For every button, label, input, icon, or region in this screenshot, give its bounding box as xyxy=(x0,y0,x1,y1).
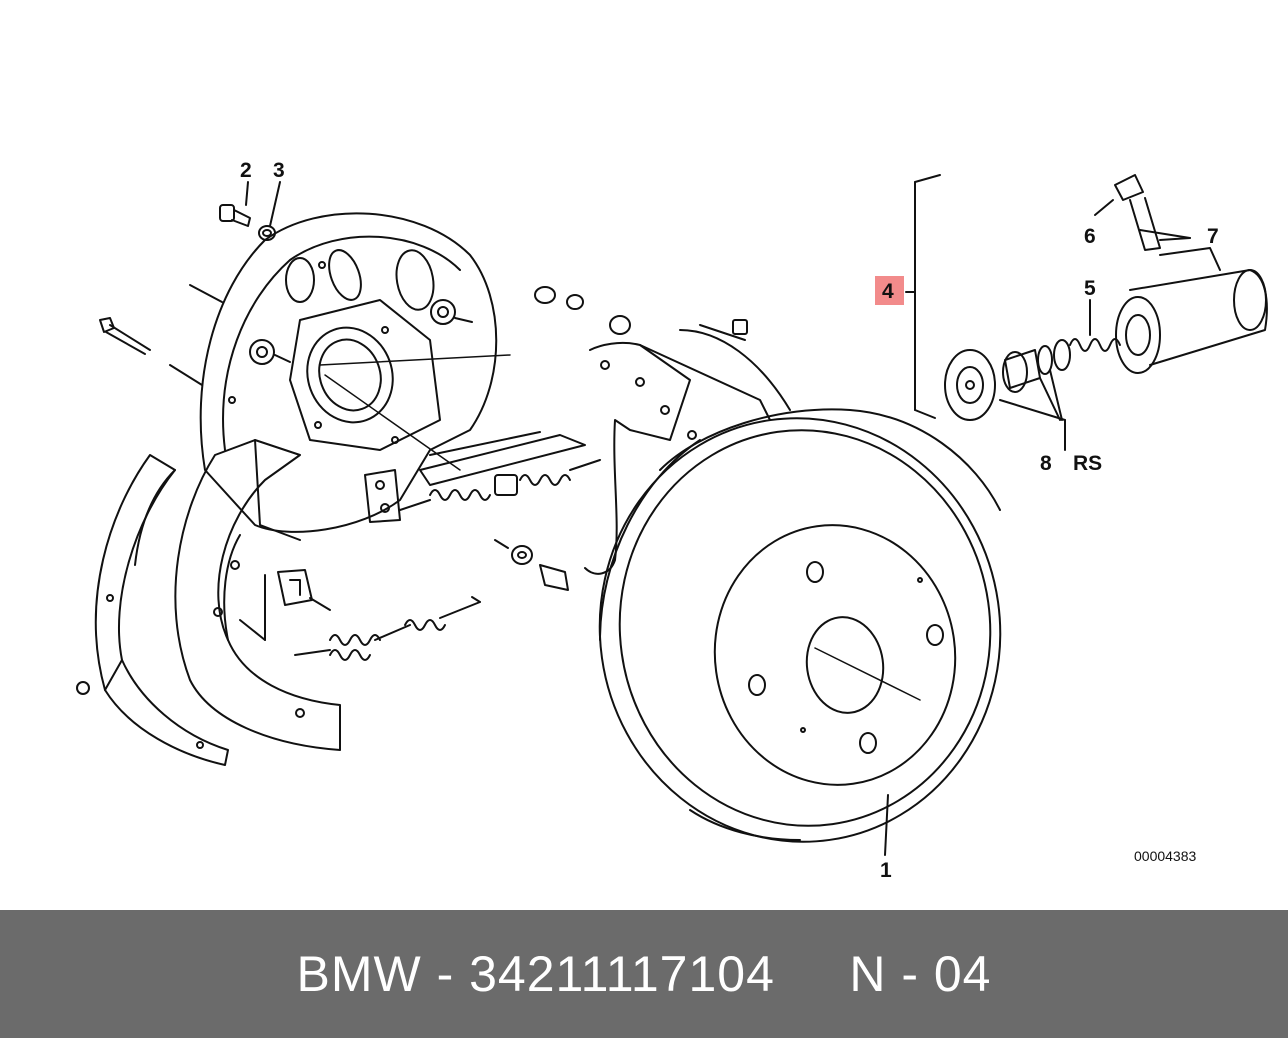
springs-and-clips xyxy=(277,459,601,661)
callout-7: 7 xyxy=(1207,225,1219,248)
adjuster-strut xyxy=(364,431,586,523)
part-number-footer: BMW - 34211117104 N - 04 xyxy=(0,910,1288,1038)
callout-2: 2 xyxy=(240,159,252,182)
wheel-cylinder xyxy=(905,174,1268,451)
highlight-marker xyxy=(875,276,904,305)
shoe-lever-right xyxy=(584,315,791,575)
callout-8: 8 xyxy=(1040,452,1052,475)
callout-rs: RS xyxy=(1073,452,1103,475)
backing-plate xyxy=(169,212,511,533)
callout-1: 1 xyxy=(880,859,892,882)
brake-assembly-drawing xyxy=(76,174,1268,856)
center-fasteners xyxy=(494,286,584,591)
brake-shoe-lining xyxy=(76,454,229,766)
brake-drum xyxy=(598,408,1002,856)
callout-4: 4 xyxy=(882,280,894,303)
bolt-and-washer xyxy=(99,181,281,355)
diagram-code: 00004383 xyxy=(1134,848,1197,864)
callout-6: 6 xyxy=(1084,225,1096,248)
callout-5: 5 xyxy=(1084,277,1096,300)
callout-3: 3 xyxy=(273,159,285,182)
brake-shoe xyxy=(174,439,341,751)
parts-diagram: 1 2 3 4 5 6 7 8 RS 00004383 xyxy=(76,159,1268,882)
part-number-label: BMW - 34211117104 N - 04 xyxy=(296,946,992,1002)
